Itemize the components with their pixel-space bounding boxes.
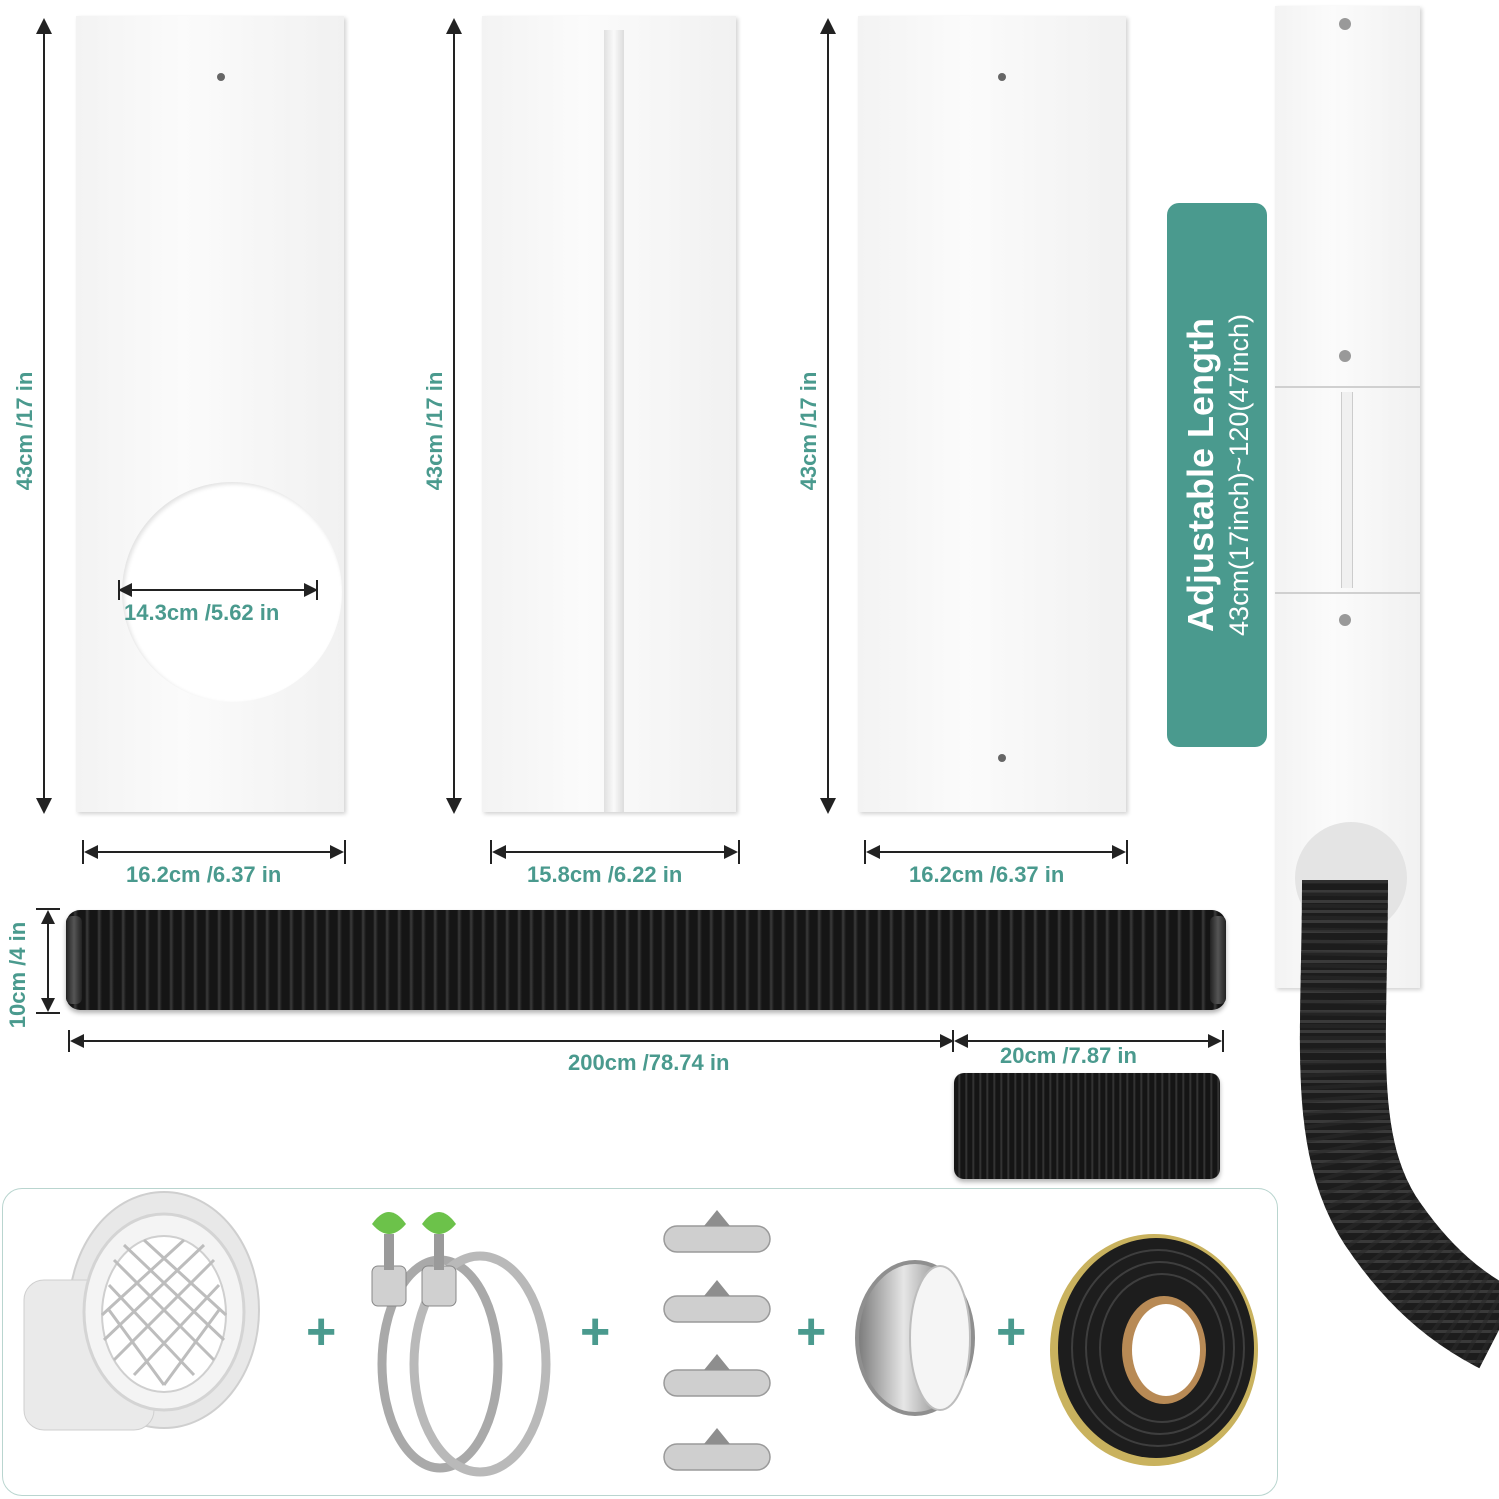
plus-sign: + bbox=[996, 1303, 1027, 1361]
aluminum-tape-icon bbox=[855, 1260, 975, 1416]
panel3-height-label: 43cm /17 in bbox=[796, 371, 821, 491]
panel3-width-label: 16.2cm /6.37 in bbox=[909, 862, 1065, 887]
hose-diameter-arrow bbox=[36, 908, 60, 1014]
accessories-box bbox=[2, 1188, 1278, 1496]
panel-joint bbox=[1275, 386, 1420, 388]
wing-screw-icon bbox=[1339, 18, 1351, 30]
hole-diameter-label: 14.3cm /5.62 in bbox=[124, 600, 280, 625]
vent-cap-icon bbox=[23, 1191, 260, 1431]
hose-cuff-right bbox=[1210, 916, 1226, 1004]
badge-title: Adjustable Length bbox=[1179, 318, 1221, 632]
panel-joint bbox=[1275, 592, 1420, 594]
slide-slot bbox=[1341, 392, 1353, 588]
adjustable-length-badge: Adjustable Length 43cm(17inch)~120(47inc… bbox=[1167, 203, 1267, 747]
panel3-height-arrow bbox=[820, 18, 836, 814]
window-panel-middle bbox=[482, 16, 736, 812]
panel-screw-hole bbox=[217, 73, 225, 81]
hose-clamps-icon bbox=[371, 1212, 551, 1477]
wing-screws-icon bbox=[663, 1210, 771, 1471]
extension-length-label: 20cm /7.87 in bbox=[1000, 1043, 1137, 1068]
panel1-height-arrow bbox=[36, 18, 52, 814]
panel-screw-hole bbox=[998, 73, 1006, 81]
assembled-panel bbox=[1275, 6, 1420, 988]
hose-cuff-left bbox=[66, 916, 82, 1004]
panel1-width-arrow bbox=[82, 840, 346, 864]
plus-sign: + bbox=[796, 1303, 827, 1361]
panel-screw-hole bbox=[998, 754, 1006, 762]
plus-sign: + bbox=[306, 1303, 337, 1361]
panel2-height-label: 43cm /17 in bbox=[422, 371, 447, 491]
panel1-height-label: 43cm /17 in bbox=[12, 371, 37, 491]
panel2-width-arrow bbox=[490, 840, 740, 864]
hose-length-label: 200cm /78.74 in bbox=[568, 1050, 730, 1075]
exhaust-hose bbox=[66, 910, 1226, 1010]
badge-text: Adjustable Length 43cm(17inch)~120(47inc… bbox=[1167, 215, 1267, 735]
panel3-width-arrow bbox=[864, 840, 1128, 864]
badge-subtitle: 43cm(17inch)~120(47inch) bbox=[1223, 314, 1254, 636]
wing-screw-icon bbox=[1339, 350, 1351, 362]
panel2-height-arrow bbox=[446, 18, 462, 814]
wing-screw-icon bbox=[1339, 614, 1351, 626]
foam-seal-tape-icon bbox=[1050, 1234, 1258, 1466]
panel-seam bbox=[604, 30, 624, 812]
extension-length-arrow bbox=[952, 1030, 1224, 1052]
hole-diameter-arrow bbox=[118, 580, 318, 600]
installed-hose bbox=[1299, 879, 1499, 1369]
hose-diameter-label: 10cm /4 in bbox=[5, 921, 30, 1029]
window-panel-plain bbox=[858, 16, 1126, 812]
panel2-width-label: 15.8cm /6.22 in bbox=[527, 862, 683, 887]
hose-length-arrow bbox=[68, 1030, 954, 1052]
plus-sign: + bbox=[580, 1303, 611, 1361]
panel1-width-label: 16.2cm /6.37 in bbox=[126, 862, 282, 887]
window-panel-with-hole bbox=[76, 16, 344, 812]
extension-hose bbox=[954, 1073, 1220, 1179]
